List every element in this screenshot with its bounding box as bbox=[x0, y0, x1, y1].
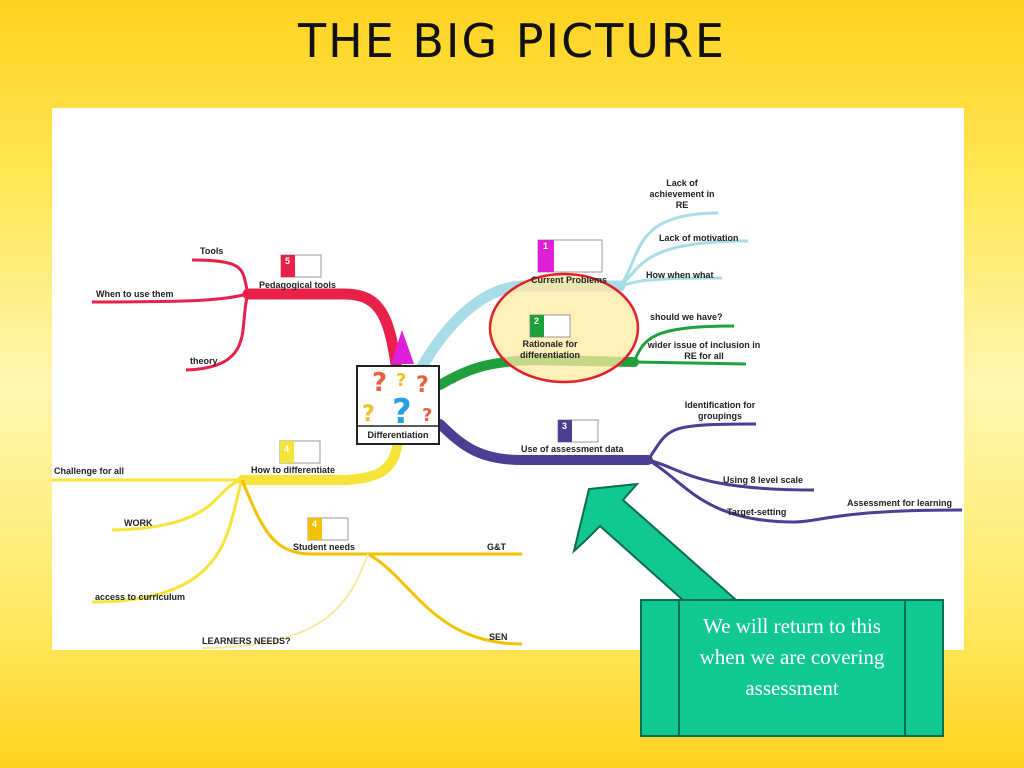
topic-identification-groupings: Identification for groupings bbox=[684, 400, 756, 421]
branch-how-to-differentiate: How to differentiate bbox=[251, 465, 336, 475]
branch-rationale: Rationale for differentiation bbox=[520, 339, 580, 360]
center-topic-label: Differentiation bbox=[367, 430, 429, 440]
branch-student-needs: Student needs bbox=[293, 542, 356, 552]
topic-tools: Tools bbox=[200, 246, 224, 256]
topic-learners-needs: LEARNERS NEEDS? bbox=[202, 636, 291, 646]
topic-how-when-what: How when what bbox=[646, 270, 714, 280]
note-right-panel bbox=[904, 601, 942, 735]
mind-map: ? ? ? ? ? ? Differentiation 1 2 3 4 4 5 … bbox=[52, 108, 964, 650]
branch-use-of-assessment-data: Use of assessment data bbox=[521, 444, 624, 454]
note-text: We will return to this when we are cover… bbox=[699, 614, 885, 700]
branch-pedagogical-tools: Pedagogical tools bbox=[259, 280, 337, 290]
slide-title: THE BIG PICTURE bbox=[298, 14, 726, 68]
topic-access-to-curriculum: access to curriculum bbox=[95, 592, 186, 602]
topic-should-we-have: should we have? bbox=[650, 312, 723, 322]
topic-theory: theory bbox=[190, 356, 218, 366]
topic-g-and-t: G&T bbox=[487, 542, 506, 552]
branch-current-problems: Current Problems bbox=[530, 275, 608, 285]
branch-3-number: 3 bbox=[562, 421, 568, 431]
topic-target-setting: Target-setting bbox=[727, 507, 787, 517]
branch-5-number: 5 bbox=[285, 256, 291, 266]
branch-4-number: 4 bbox=[284, 444, 290, 454]
topic-lack-of-achievement: Lack of achievement in RE bbox=[649, 178, 715, 210]
callout-note: We will return to this when we are cover… bbox=[640, 599, 944, 737]
topic-sen: SEN bbox=[489, 632, 508, 642]
svg-text:?: ? bbox=[396, 370, 406, 391]
note-left-panel bbox=[642, 601, 680, 735]
branch-1-number: 1 bbox=[543, 241, 549, 251]
topic-8-level-scale: Using 8 level scale bbox=[723, 475, 804, 485]
topic-assessment-for-learning: Assessment for learning bbox=[847, 498, 953, 508]
topic-wider-issue-inclusion: wider issue of inclusion in RE for all bbox=[647, 340, 761, 361]
branch-4b-number: 4 bbox=[312, 519, 318, 529]
svg-text:?: ? bbox=[372, 368, 387, 398]
mind-map-connectors: ? ? ? ? ? ? bbox=[52, 211, 963, 649]
topic-challenge-for-all: Challenge for all bbox=[54, 466, 125, 476]
svg-text:?: ? bbox=[362, 402, 375, 427]
svg-text:?: ? bbox=[416, 373, 429, 398]
branch-2-number: 2 bbox=[534, 316, 540, 326]
svg-text:?: ? bbox=[422, 405, 432, 426]
topic-lack-of-motivation: Lack of motivation bbox=[659, 233, 739, 243]
topic-work: WORK bbox=[124, 518, 153, 528]
topic-when-to-use-them: When to use them bbox=[96, 289, 174, 299]
svg-text:?: ? bbox=[392, 392, 412, 432]
